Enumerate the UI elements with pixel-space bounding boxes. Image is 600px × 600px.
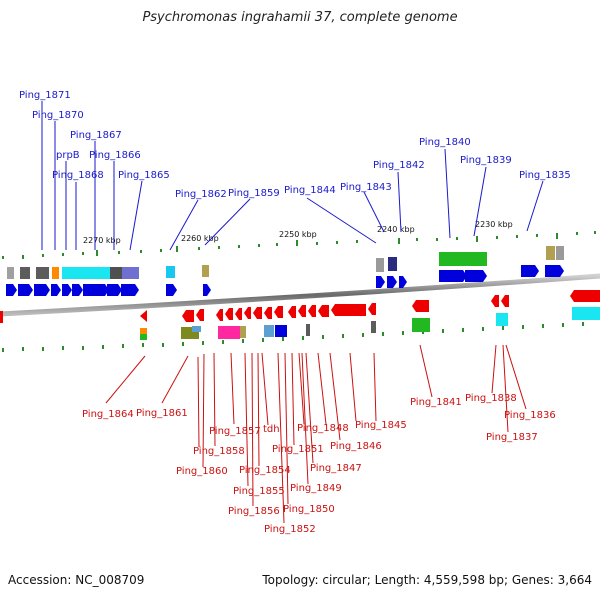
tick-label: 2240 kbp — [377, 225, 415, 234]
gene-arrow — [318, 305, 329, 317]
gene-arrow — [399, 276, 407, 288]
gene-label: Ping_1845 — [355, 420, 407, 431]
gene-arrow — [34, 284, 50, 296]
accession-text: Accession: NC_008709 — [8, 573, 145, 587]
gene-arrow — [216, 309, 223, 321]
gene-label: tdh — [263, 424, 280, 435]
gene-label: Ping_1867 — [70, 130, 122, 141]
gene-arrow — [368, 303, 376, 315]
reverse-strand-genes — [0, 290, 600, 323]
gene-label: Ping_1864 — [82, 409, 134, 420]
gene-label: Ping_1836 — [504, 410, 556, 421]
gene-label: Ping_1861 — [136, 408, 188, 419]
gene-arrow — [140, 310, 147, 322]
tick-label: 2260 kbp — [181, 234, 219, 243]
top-leader-lines — [41, 101, 544, 251]
gene-arrow — [298, 305, 306, 317]
reverse-category-boxes — [140, 307, 600, 340]
gene-arrow — [264, 307, 272, 319]
tick-label: 2270 kbp — [83, 236, 121, 245]
gene-label: Ping_1851 — [272, 444, 324, 455]
gene-arrow — [521, 265, 539, 277]
gene-label: Ping_1840 — [419, 137, 471, 148]
gene-label: Ping_1848 — [297, 423, 349, 434]
gene-arrow — [0, 311, 3, 323]
gene-label: Ping_1844 — [284, 185, 336, 196]
gene-arrow — [545, 265, 564, 277]
bottom-scale-dots — [2, 322, 584, 352]
gene-arrow — [166, 284, 177, 296]
gene-label: Ping_1860 — [176, 466, 228, 477]
gene-arrow — [491, 295, 499, 307]
gene-arrow — [570, 290, 600, 302]
gene-arrow — [308, 305, 316, 317]
gene-label: Ping_1870 — [32, 110, 84, 121]
gene-arrow — [465, 270, 487, 282]
gene-arrow — [203, 284, 211, 296]
gene-label: Ping_1843 — [340, 182, 392, 193]
gene-label: Ping_1865 — [118, 170, 170, 181]
gene-label: Ping_1871 — [19, 90, 71, 101]
gene-arrow — [225, 308, 233, 320]
gene-arrow — [253, 307, 262, 319]
gene-label: Ping_1852 — [264, 524, 316, 535]
gene-arrow — [72, 284, 83, 296]
gene-arrow — [83, 284, 109, 296]
gene-arrow — [376, 276, 385, 288]
gene-arrow — [18, 284, 33, 296]
genome-title: Psychromonas ingrahamii 37, complete gen… — [142, 10, 458, 25]
top-gene-labels: Ping_1871 Ping_1870 Ping_1867 prpB Ping_… — [19, 90, 571, 200]
gene-arrow — [412, 300, 429, 312]
gene-label: Ping_1838 — [465, 393, 517, 404]
gene-label: Ping_1842 — [373, 160, 425, 171]
gene-arrow — [196, 309, 204, 321]
gene-label: Ping_1868 — [52, 170, 104, 181]
forward-category-boxes — [7, 246, 564, 279]
gene-arrow — [288, 306, 296, 318]
gene-label: Ping_1850 — [283, 504, 335, 515]
gene-label: Ping_1847 — [310, 463, 362, 474]
gene-label: Ping_1846 — [330, 441, 382, 452]
gene-arrow — [439, 270, 467, 282]
gene-arrow — [501, 295, 509, 307]
gene-label: Ping_1866 — [89, 150, 141, 161]
gene-arrow — [274, 306, 283, 318]
forward-strand-genes — [6, 265, 564, 296]
gene-label: Ping_1862 — [175, 189, 227, 200]
tick-label: 2230 kbp — [475, 220, 513, 229]
gene-arrow — [235, 308, 242, 320]
gene-label: Ping_1854 — [239, 465, 291, 476]
top-scale-dots — [2, 231, 596, 259]
gene-arrow — [331, 304, 366, 316]
gene-label: Ping_1837 — [486, 432, 538, 443]
genome-backbone — [0, 273, 600, 317]
kbp-ticks: 2270 kbp 2260 kbp 2250 kbp 2240 kbp 2230… — [83, 220, 513, 245]
gene-arrow — [387, 276, 397, 288]
gene-arrow — [51, 284, 61, 296]
topology-text: Topology: circular; Length: 4,559,598 bp… — [262, 573, 592, 587]
gene-arrow — [107, 284, 122, 296]
gene-label: Ping_1849 — [290, 483, 342, 494]
bottom-gene-labels: Ping_1864 Ping_1861 Ping_1857 tdh Ping_1… — [82, 393, 556, 535]
gene-label: Ping_1835 — [519, 170, 571, 181]
gene-label: Ping_1841 — [410, 397, 462, 408]
gene-arrow — [6, 284, 17, 296]
tick-label: 2250 kbp — [279, 230, 317, 239]
gene-label: Ping_1839 — [460, 155, 512, 166]
gene-label: prpB — [56, 150, 80, 161]
gene-arrow — [182, 310, 194, 322]
gene-label: Ping_1858 — [193, 446, 245, 457]
gene-label: Ping_1855 — [233, 486, 285, 497]
gene-label: Ping_1859 — [228, 188, 280, 199]
gene-label: Ping_1856 — [228, 506, 280, 517]
gene-arrow — [121, 284, 139, 296]
gene-arrow — [62, 284, 72, 296]
bottom-leader-lines — [105, 344, 527, 524]
gene-arrow — [244, 307, 251, 319]
gene-label: Ping_1857 — [209, 426, 261, 437]
